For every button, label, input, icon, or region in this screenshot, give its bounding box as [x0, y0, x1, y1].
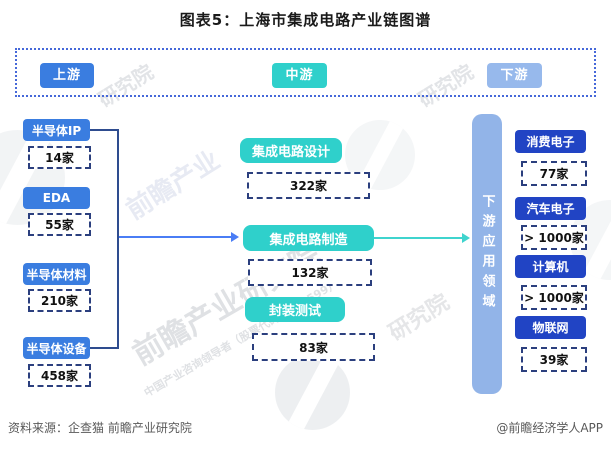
watermark-text: 研究院	[384, 290, 454, 347]
count-packaging-testing: 83家	[252, 333, 375, 361]
watermark-logo	[0, 130, 65, 225]
stage-strip: 上游 中游 下游	[15, 48, 596, 97]
node-semiconductor-equipment: 半导体设备	[23, 337, 90, 359]
node-semiconductor-materials: 半导体材料	[23, 263, 90, 285]
arrow-upstream-to-midstream	[119, 236, 231, 238]
stage-downstream: 下游	[487, 63, 542, 88]
downstream-application-bar-label: 下游应用领域	[479, 194, 495, 314]
credit-note: @前瞻经济学人APP	[496, 421, 603, 435]
count-eda: 55家	[28, 213, 91, 236]
count-consumer-electronics: 77家	[521, 161, 587, 186]
count-semiconductor-equipment: 458家	[28, 364, 91, 387]
node-consumer-electronics: 消费电子	[515, 130, 586, 153]
watermark-logo	[275, 355, 350, 430]
count-ic-design: 322家	[247, 172, 370, 199]
node-automotive-electronics: 汽车电子	[515, 197, 586, 220]
node-ic-manufacturing: 集成电路制造	[243, 225, 374, 251]
node-eda: EDA	[23, 187, 90, 209]
stage-upstream: 上游	[40, 63, 94, 88]
watermark-text: 前瞻产业	[121, 145, 226, 226]
count-iot: 39家	[521, 347, 587, 372]
figure-title: 图表5：上海市集成电路产业链图谱	[179, 11, 432, 29]
count-semiconductor-ip: 14家	[28, 146, 91, 169]
node-computer: 计算机	[515, 255, 586, 278]
count-computer: > 1000家	[521, 285, 587, 310]
downstream-application-bar: 下游应用领域	[472, 114, 502, 394]
arrow-midstream-to-downstream-head	[462, 233, 470, 243]
node-ic-design: 集成电路设计	[240, 138, 342, 163]
data-source-note: 资料来源：企查猫 前瞻产业研究院	[8, 421, 192, 435]
bracket-bottom-line	[90, 347, 117, 349]
bracket-top-line	[90, 129, 117, 131]
stage-midstream: 中游	[272, 63, 327, 88]
count-semiconductor-materials: 210家	[28, 289, 91, 312]
node-semiconductor-ip: 半导体IP	[23, 119, 90, 141]
bracket-vertical-line	[117, 129, 119, 349]
arrow-upstream-to-midstream-head	[231, 232, 239, 242]
node-iot: 物联网	[515, 316, 586, 339]
arrow-midstream-to-downstream	[374, 237, 462, 239]
count-automotive-electronics: > 1000家	[521, 225, 587, 250]
node-packaging-testing: 封装测试	[245, 297, 345, 322]
count-ic-manufacturing: 132家	[248, 259, 372, 286]
